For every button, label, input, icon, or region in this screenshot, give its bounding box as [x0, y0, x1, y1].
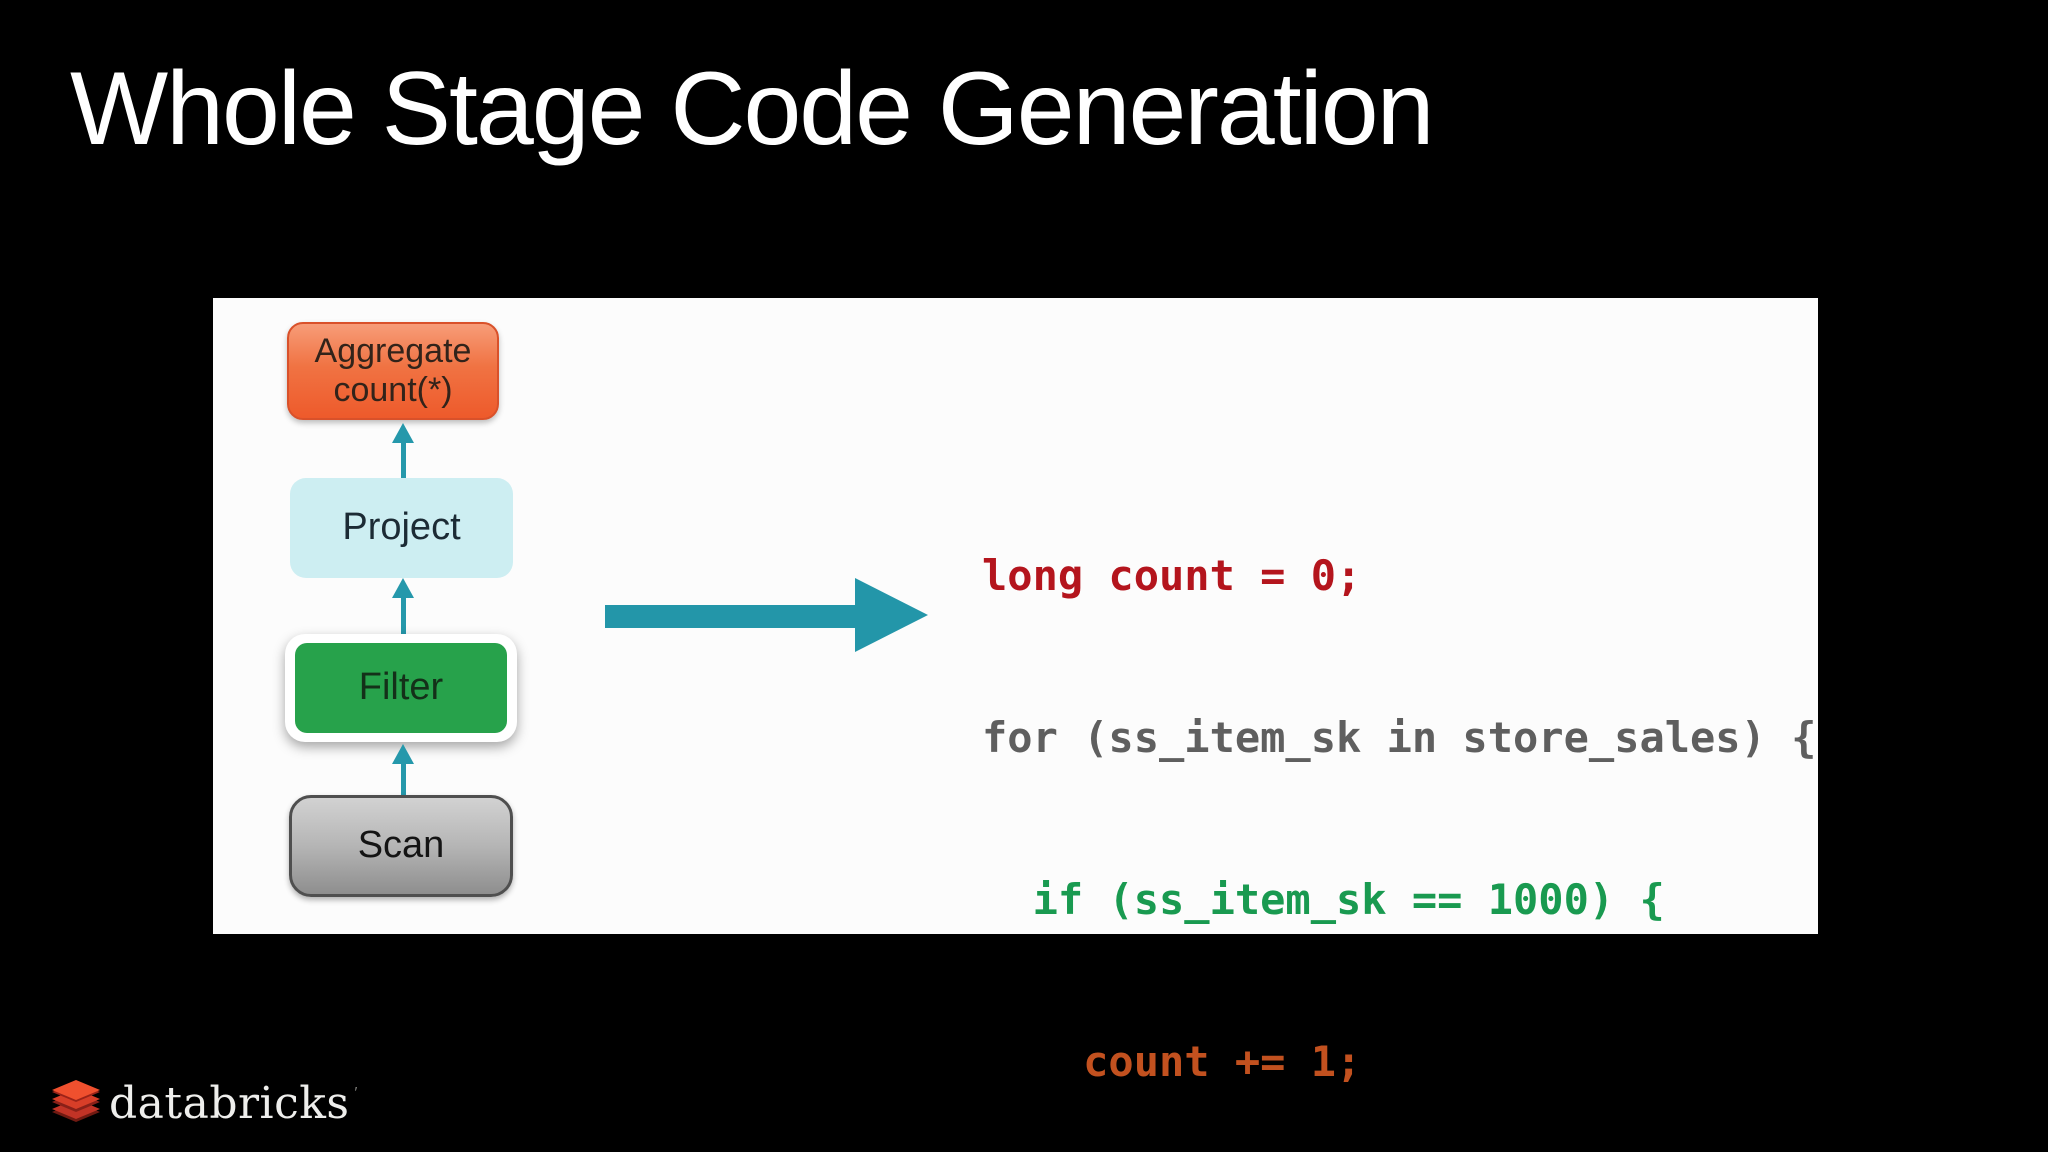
code-block: long count = 0; for (ss_item_sk in store… — [982, 441, 1816, 1152]
arrow-shaft — [605, 605, 857, 628]
plan-node-scan: Scan — [289, 795, 513, 897]
code-line: for (ss_item_sk in store_sales) { — [982, 713, 1817, 762]
plan-node-aggregate: Aggregate count(*) — [287, 322, 499, 420]
arrowhead-icon — [392, 423, 414, 443]
up-arrow-icon — [392, 744, 414, 795]
databricks-stack-icon — [52, 1079, 100, 1122]
databricks-logo: databricks ′ — [52, 1078, 357, 1129]
up-arrow-icon — [392, 578, 414, 635]
arrow-shaft — [400, 443, 406, 478]
plan-node-project-label: Project — [342, 506, 461, 549]
databricks-wordmark: databricks — [109, 1078, 350, 1129]
arrowhead-icon — [855, 578, 928, 652]
plan-node-aggregate-label: Aggregate — [314, 331, 472, 370]
arrowhead-icon — [392, 744, 414, 764]
right-arrow-icon — [605, 578, 928, 653]
arrow-shaft — [400, 764, 406, 795]
arrow-shaft — [400, 598, 406, 635]
plan-node-filter-highlight: Filter — [285, 634, 517, 742]
plan-node-aggregate-sublabel: count(*) — [333, 371, 453, 409]
code-line: long count = 0; — [982, 551, 1362, 600]
page-title: Whole Stage Code Generation — [70, 51, 1434, 167]
plan-node-filter: Filter — [295, 643, 507, 733]
arrowhead-icon — [392, 578, 414, 598]
plan-node-scan-label: Scan — [357, 824, 445, 867]
plan-node-filter-label: Filter — [358, 666, 444, 709]
trademark-mark: ′ — [354, 1084, 358, 1101]
code-line: if (ss_item_sk == 1000) { — [982, 875, 1665, 924]
content-panel: Aggregate count(*) Project Filter Scan — [213, 298, 1818, 1086]
plan-node-project: Project — [290, 478, 513, 578]
up-arrow-icon — [392, 423, 414, 478]
code-line: count += 1; — [982, 1037, 1362, 1086]
